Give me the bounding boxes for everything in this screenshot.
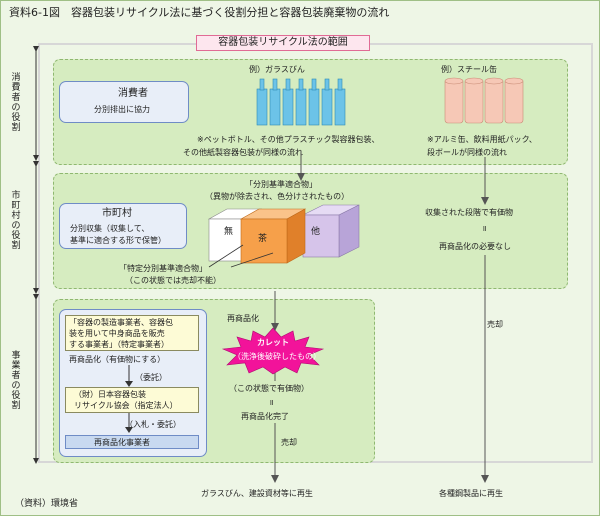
special-compliant-title: 「特定分別基準適合物」 [119, 264, 207, 273]
side-arrows [33, 46, 39, 464]
sorted-glass-cubes [207, 204, 360, 264]
side-label-consumer: 消費者の役割 [11, 73, 21, 133]
recycling-label: 再商品化 [227, 314, 259, 323]
glass-note-line2: その他紙製容器包装が同様の流れ [183, 148, 303, 157]
sale-label-steel: 売却 [487, 320, 503, 329]
steel-note-line1: ※アルミ缶、飲料用紙パック、 [427, 135, 537, 144]
specified-business-line1: 「容器の製造事業者、容器包 [69, 318, 173, 327]
designated-org-line1: （財）日本容器包装 [74, 390, 146, 399]
standard-compliant-title: 「分別基準適合物」 [245, 180, 317, 189]
standard-compliant-sub: （異物が除去され、色分けされたもの） [205, 192, 350, 201]
valuable-state-text: （この状態で有価物） [229, 384, 309, 393]
glass-example-label: 例）ガラスびん [249, 65, 305, 74]
recycle-obligation-text: 再商品化（有価物にする） [69, 355, 166, 364]
municipality-box: 市町村 分別収集（収集して、 基準に適合する形で保管） [59, 203, 187, 249]
steel-output-text: 各種鋼製品に再生 [439, 489, 503, 498]
steel-example-label: 例）スチール缶 [441, 65, 497, 74]
no-recycling-needed-text: 再商品化の必要なし [439, 242, 511, 251]
cullet-title: カレット [257, 338, 289, 347]
specified-business-line3: する事業者」（特定事業者） [69, 340, 169, 349]
page-title: 資料6-1図 容器包装リサイクル法に基づく役割分担と容器包装廃棄物の流れ [9, 6, 390, 19]
collected-valuable-text: 収集された段階で有価物 [425, 208, 513, 217]
recycled-done-text: 再商品化完了 [241, 412, 289, 421]
recycler-box: 再商品化事業者 [65, 435, 199, 449]
business-flow-arrows [125, 365, 133, 433]
cullet-starburst [221, 327, 325, 375]
source-note: （資料）環境省 [15, 499, 79, 509]
recycler-label: 再商品化事業者 [94, 438, 150, 447]
cube-label-brown: 茶 [258, 234, 268, 244]
bid-consign-text: （入札・委託） [125, 420, 181, 429]
specified-business-box: 「容器の製造事業者、容器包 装を用いて中身商品を販売 する事業者」（特定事業者） [65, 315, 199, 351]
consign-text: （委託） [135, 373, 167, 382]
municipality-title: 市町村 [102, 208, 132, 219]
municipality-line1: 分別収集（収集して、 [70, 224, 150, 233]
specified-business-line2: 装を用いて中身商品を販売 [69, 329, 165, 338]
scope-label: 容器包装リサイクル法の範囲 [196, 35, 370, 51]
consumer-title: 消費者 [118, 88, 148, 99]
municipality-line2: 基準に適合する形で保管） [70, 236, 166, 245]
side-label-business: 事業者の役割 [11, 351, 21, 411]
sale-label-glass: 売却 [281, 438, 297, 447]
steel-cans-illustration [444, 77, 524, 124]
special-compliant-sub: （この状態では売却不能） [125, 276, 221, 285]
consumer-box: 消費者 分別排出に協力 [59, 81, 189, 123]
designated-org-line2: リサイクル協会（指定法人） [74, 401, 178, 410]
glass-output-text: ガラスびん、建設資材等に再生 [201, 489, 313, 498]
side-label-municipality: 市町村の役割 [11, 191, 21, 251]
cube-label-clear: 無 [224, 227, 234, 237]
glass-note-line1: ※ペットボトル、その他プラスチック製容器包装、 [197, 135, 380, 144]
cullet-sub: （洗浄後破砕したもの） [233, 352, 321, 361]
designated-org-box: （財）日本容器包装 リサイクル協会（指定法人） [65, 387, 199, 413]
equals-mark-municipality: ॥ [482, 224, 487, 233]
equals-mark-business: ॥ [269, 398, 274, 407]
cube-label-other: 他 [311, 227, 321, 237]
glass-bottles-illustration [256, 78, 346, 126]
consumer-subtitle: 分別排出に協力 [94, 105, 150, 114]
special-label-pointer [208, 244, 274, 268]
steel-note-line2: 段ボールが同様の流れ [427, 148, 507, 157]
